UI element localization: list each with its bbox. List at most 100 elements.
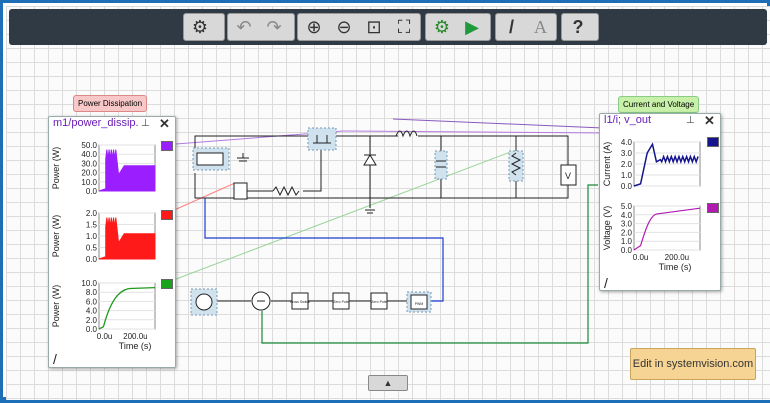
capacitor-icon[interactable]	[434, 150, 448, 180]
chart-0-tick: 2.0	[621, 160, 633, 169]
zoom-fit-button[interactable]: ⊡	[362, 15, 386, 39]
settings-button[interactable]: ⚙	[188, 15, 212, 39]
expand-panel-button[interactable]: ▲	[368, 375, 408, 391]
undo-button[interactable]: ↶	[232, 15, 256, 39]
edit-in-systemvision-button[interactable]: Edit in systemvision.com	[630, 348, 756, 380]
current-sensor-icon[interactable]	[233, 182, 248, 200]
close-icon[interactable]: ✕	[704, 113, 715, 128]
block-2-label: Zero Pole	[333, 300, 348, 304]
close-icon[interactable]: ✕	[159, 116, 170, 131]
block-1[interactable]	[291, 292, 309, 310]
chart-1-xlabel: Time (s)	[659, 262, 692, 272]
chart-1-tick: 0.5	[86, 244, 98, 253]
chart-2-box	[98, 282, 156, 330]
inductor-icon[interactable]	[395, 130, 418, 138]
magenta-swatch[interactable]	[707, 203, 719, 213]
play-icon: ▶	[465, 16, 479, 37]
chart-0-ylabel: Current (A)	[602, 142, 612, 187]
chart-0-tick: 4.0	[621, 138, 633, 147]
help-group: ?	[561, 13, 599, 41]
fullscreen-button[interactable]: ⛶	[392, 15, 416, 39]
chart-1-tick: 1.5	[86, 221, 98, 230]
chart-2-tick: 4.0	[86, 307, 98, 316]
chart-0-series	[98, 149, 156, 192]
pin-icon[interactable]: ⊥	[141, 118, 150, 129]
pencil-icon: /	[53, 351, 57, 367]
chart-1-tick: 5.0	[621, 202, 633, 211]
chart-0-tick: 0.0	[86, 187, 98, 196]
chart-1-tick: 1.0	[621, 237, 633, 246]
chart-0-tick: 1.0	[621, 171, 633, 180]
mosfet-icon[interactable]	[307, 127, 337, 151]
pencil-icon: /	[604, 275, 608, 291]
toolbar: ⚙ ↶ ↷ ⊕ ⊖ ⊡ ⛶ ⚙ ▶ / A ?	[9, 9, 767, 45]
block-1-label: Cross Switch	[290, 300, 310, 304]
chart-0-tick: 40.0	[81, 150, 97, 159]
simulation-group: ⚙ ▶	[425, 13, 491, 41]
chart-2-tick: 10.0	[81, 279, 97, 288]
chart-0-tick: 30.0	[81, 159, 97, 168]
voltage-probe-icon[interactable]	[560, 164, 577, 186]
text-button[interactable]: A	[529, 15, 552, 39]
navy-swatch[interactable]	[707, 137, 719, 147]
annotate-group: / A	[495, 13, 557, 41]
sim-settings-button[interactable]: ⚙	[430, 15, 454, 39]
block-2[interactable]	[332, 292, 350, 310]
chart-1-ylabel: Voltage (V)	[602, 206, 612, 251]
chart-2-xlabel: Time (s)	[119, 341, 152, 351]
chart-1-tick: 0.0	[86, 255, 98, 264]
chart-0-tick: 0.0	[621, 182, 633, 191]
chart-2-ylabel: Power (W)	[51, 285, 61, 328]
voltage-probe-label: V	[565, 171, 571, 181]
zoom-in-button[interactable]: ⊕	[302, 15, 326, 39]
chart-1-series	[98, 217, 156, 260]
purple-swatch[interactable]	[161, 141, 173, 151]
chart-2-tick: 8.0	[86, 288, 98, 297]
redo-icon: ↷	[266, 16, 282, 37]
red-swatch[interactable]	[161, 210, 173, 220]
power-dissipation-tag[interactable]: Power Dissipation	[73, 95, 148, 112]
chart-1-tick: 1.0	[86, 232, 98, 241]
battery-body	[196, 152, 224, 166]
help-button[interactable]: ?	[566, 15, 590, 39]
redo-button[interactable]: ↷	[262, 15, 286, 39]
chart-0-series	[633, 142, 699, 187]
block-4-label: PWM	[415, 302, 424, 306]
schematic-wires: V Cross Switch Zero Pole Zero Pole PWM	[162, 118, 609, 344]
chart-1-tick: 3.0	[621, 220, 633, 229]
chart-1-xtick: 200.0u	[665, 253, 689, 262]
undo-icon: ↶	[236, 16, 252, 37]
chart-0-tick: 20.0	[81, 169, 97, 178]
diode-icon[interactable]	[363, 154, 377, 166]
chart-1-tick: 0.0	[621, 246, 633, 255]
zoom-out-icon: ⊖	[336, 16, 352, 37]
probe-line-purple-2	[342, 130, 609, 134]
current-voltage-tag[interactable]: Current and Voltage	[618, 96, 700, 113]
pencil-icon: /	[508, 16, 514, 37]
chart-1-series	[633, 207, 701, 251]
circuit	[194, 135, 569, 214]
chart-2-series	[98, 286, 156, 330]
zoom-out-button[interactable]: ⊖	[332, 15, 356, 39]
zoom-fit-icon: ⊡	[366, 16, 382, 37]
chart-1-xtick: 0.0u	[633, 253, 649, 262]
chart-0-tick: 3.0	[621, 149, 633, 158]
probe-line-green	[162, 150, 514, 285]
feedback-wire-green	[261, 184, 598, 344]
block-3[interactable]	[370, 292, 388, 310]
chart-1-tick: 2.0	[621, 228, 633, 237]
pencil-button[interactable]: /	[500, 15, 523, 39]
green-swatch[interactable]	[161, 279, 173, 289]
pin-icon[interactable]: ⊥	[686, 115, 695, 126]
run-button[interactable]: ▶	[460, 15, 484, 39]
chart-0-ylabel: Power (W)	[51, 147, 61, 190]
resistor-icon[interactable]	[272, 185, 300, 197]
zoom-group: ⊕ ⊖ ⊡ ⛶	[297, 13, 421, 41]
gear-icon: ⚙	[191, 16, 209, 37]
chart-2-tick: 6.0	[86, 297, 98, 306]
chart-2-tick: 0.0	[86, 325, 98, 334]
